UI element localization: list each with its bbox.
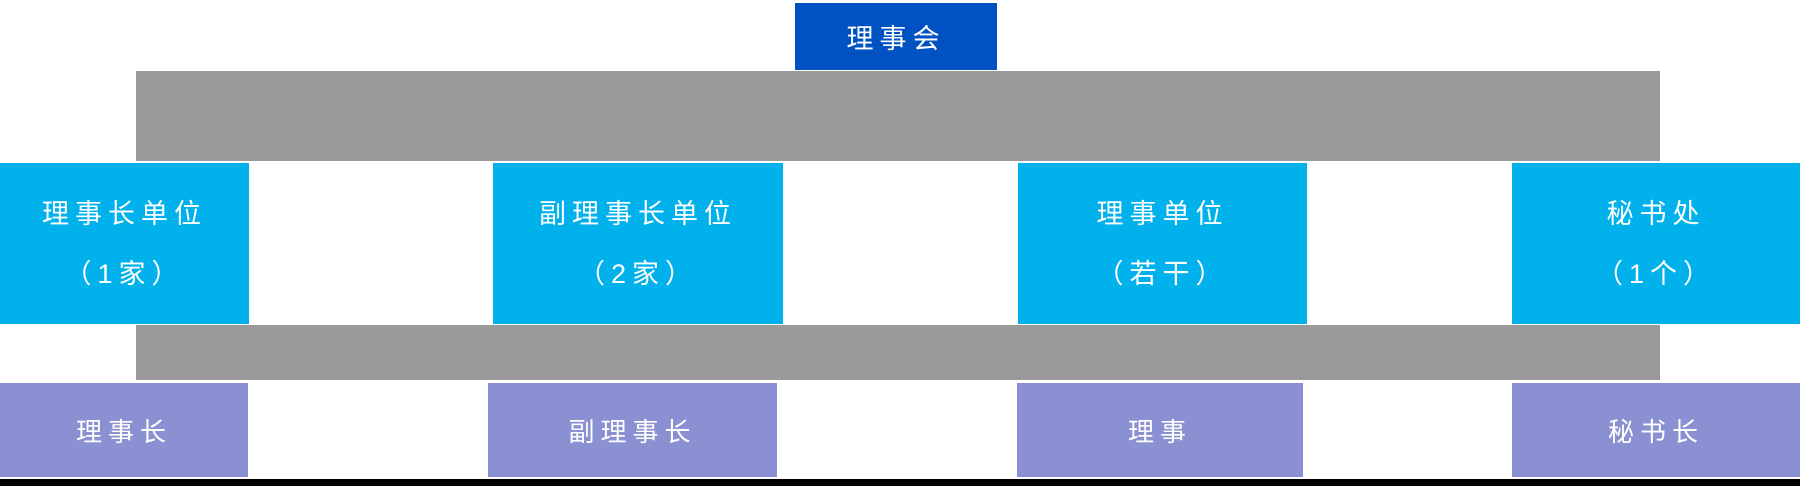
unit-label-line2: （1家） [64, 258, 185, 289]
role-label: 副理事长 [568, 416, 697, 447]
connector-beam-bottom [136, 325, 1660, 380]
role-label: 理事长 [75, 416, 172, 447]
unit-label-line1: 理事长单位 [42, 198, 207, 229]
unit-label-line2: （若干） [1096, 258, 1229, 289]
unit-label-line1: 副理事长单位 [539, 198, 737, 229]
role-box-chairman: 理事长 [0, 383, 248, 477]
unit-box-director-unit: 理事单位 （若干） [1018, 163, 1307, 324]
board-box: 理事会 [795, 3, 997, 70]
unit-label-line2: （1个） [1595, 258, 1717, 289]
board-label: 理事会 [846, 24, 946, 54]
unit-box-chairman-unit: 理事长单位 （1家） [0, 163, 249, 324]
role-box-director: 理事 [1017, 383, 1303, 477]
unit-box-secretariat: 秘书处 （1个） [1512, 163, 1800, 324]
unit-label-line1: 理事单位 [1096, 198, 1229, 229]
unit-label-line1: 秘书处 [1606, 198, 1706, 229]
role-box-vice-chairman: 副理事长 [488, 383, 777, 477]
role-label: 理事 [1127, 416, 1192, 447]
unit-label-line2: （2家） [577, 258, 699, 289]
role-label: 秘书长 [1607, 416, 1704, 447]
bottom-rule [0, 479, 1800, 486]
unit-box-vice-chairman-unit: 副理事长单位 （2家） [493, 163, 783, 324]
connector-beam-top [136, 71, 1660, 161]
role-box-secretary-general: 秘书长 [1512, 383, 1800, 477]
